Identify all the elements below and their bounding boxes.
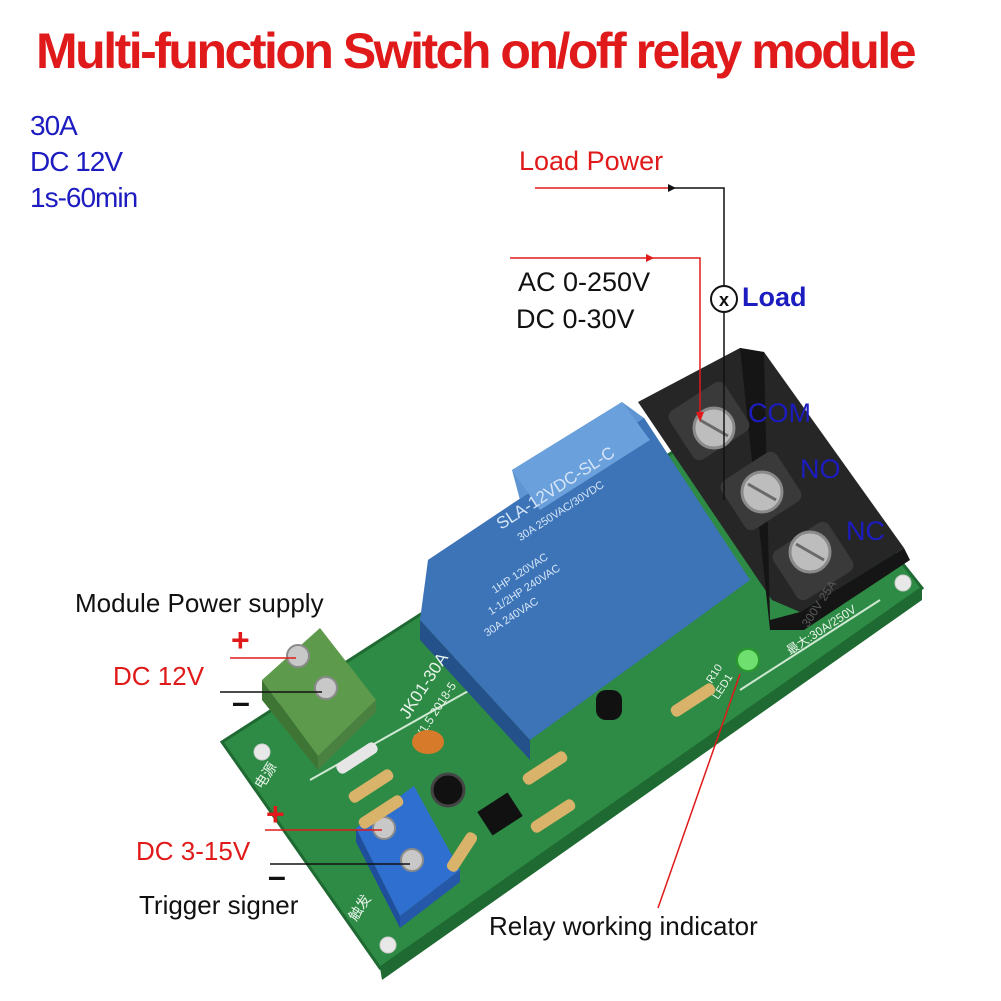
power-plus-sign: + — [231, 622, 250, 658]
spec-voltage: DC 12V — [30, 146, 123, 177]
dc-range-label: DC 0-30V — [516, 304, 635, 334]
resistor-icon — [670, 683, 716, 717]
power-minus-sign: – — [232, 684, 250, 720]
ic-chip-icon — [477, 792, 523, 836]
silkscreen-line — [309, 689, 471, 781]
resistor-icon — [522, 751, 568, 785]
relay-indicator-label: Relay working indicator — [489, 911, 758, 941]
silkscreen-line — [739, 599, 881, 691]
capacitor-ceramic-icon — [412, 730, 444, 754]
load-symbol-icon — [710, 285, 738, 313]
mount-hole — [253, 743, 271, 761]
relay-body — [420, 402, 750, 760]
resistor-icon — [348, 769, 394, 803]
resistor-icon — [446, 832, 478, 872]
module-power-label: Module Power supply — [75, 588, 324, 618]
page-title: Multi-function Switch on/off relay modul… — [36, 23, 917, 79]
trigger-minus-sign: – — [268, 858, 286, 894]
dc3-15v-label: DC 3-15V — [136, 836, 251, 866]
diode-icon — [336, 742, 378, 774]
dc12v-label: DC 12V — [113, 661, 205, 691]
load-label: Load — [742, 282, 807, 312]
capacitor-electrolytic-icon — [430, 772, 466, 808]
trigger-label: Trigger signer — [139, 890, 299, 920]
no-label: NO — [800, 454, 841, 484]
led-indicator-icon — [736, 648, 760, 672]
indicator-pointer-line — [657, 673, 741, 909]
nc-label: NC — [846, 516, 885, 546]
load-symbol-text: x — [719, 290, 729, 310]
spec-timing: 1s-60min — [30, 182, 138, 213]
resistor-icon — [358, 795, 404, 829]
com-label: COM — [748, 398, 811, 428]
mount-hole — [379, 936, 397, 954]
power-plus-screw-icon — [286, 644, 310, 668]
load-wire-top — [668, 187, 725, 286]
pcb-edge — [380, 588, 922, 980]
load-power-label: Load Power — [519, 146, 664, 176]
trigger-minus-screw-icon — [400, 848, 424, 872]
trigger-plus-sign: + — [266, 796, 285, 832]
output-terminal-block — [638, 348, 910, 630]
transistor-icon — [596, 690, 622, 720]
power-minus-screw-icon — [314, 676, 338, 700]
ac-range-label: AC 0-250V — [518, 267, 651, 297]
resistor-icon — [530, 799, 576, 833]
mount-hole — [894, 574, 912, 592]
ac-dc-wire — [510, 257, 701, 420]
spec-current: 30A — [30, 110, 78, 141]
